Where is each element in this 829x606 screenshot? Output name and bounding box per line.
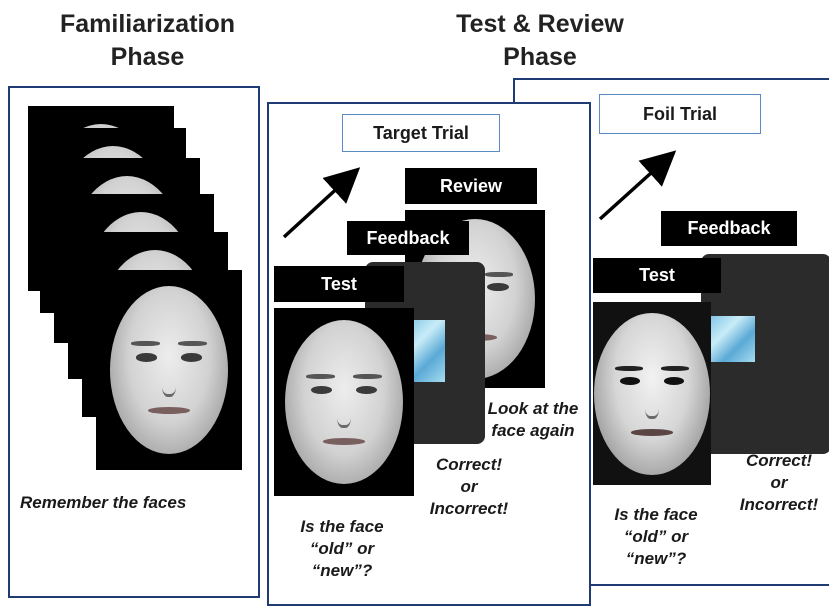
test-review-phase-heading: Test & Review Phase bbox=[430, 8, 650, 74]
target-question-text: Is the face “old” or “new”? bbox=[277, 516, 407, 582]
foil-question-line2: “old” or bbox=[623, 527, 689, 546]
target-progression-arrow bbox=[282, 167, 361, 239]
review-instruction-text: Look at the face again bbox=[481, 398, 585, 442]
target-question-line2: “old” or bbox=[309, 539, 375, 558]
familiarization-heading-line2: Phase bbox=[110, 43, 185, 71]
remember-faces-caption: Remember the faces bbox=[20, 493, 187, 512]
foil-feedback-label: Feedback bbox=[661, 211, 797, 246]
target-question-line3: “new”? bbox=[311, 561, 373, 580]
foil-feedback-line3: Incorrect! bbox=[739, 495, 819, 514]
familiarization-panel: Remember the faces bbox=[8, 86, 260, 598]
familiarization-phase-heading: Familiarization Phase bbox=[30, 8, 265, 74]
foil-trial-title: Foil Trial bbox=[599, 94, 761, 134]
target-feedback-line1: Correct! bbox=[435, 455, 503, 474]
familiarization-heading-line1: Familiarization bbox=[59, 10, 236, 38]
target-feedback-line2: or bbox=[460, 477, 478, 496]
foil-face-photo bbox=[593, 302, 711, 485]
foil-feedback-card bbox=[701, 254, 829, 454]
front-face-photo bbox=[96, 270, 242, 470]
target-feedback-text: Correct! or Incorrect! bbox=[419, 454, 519, 520]
foil-feedback-image bbox=[709, 316, 755, 362]
target-face-photo bbox=[274, 308, 414, 496]
test-review-heading-line2: Phase bbox=[503, 43, 577, 71]
target-feedback-label: Feedback bbox=[347, 221, 469, 255]
target-test-label: Test bbox=[274, 266, 404, 302]
target-feedback-line3: Incorrect! bbox=[429, 499, 509, 518]
target-trial-title: Target Trial bbox=[342, 114, 500, 152]
foil-progression-arrow bbox=[598, 150, 677, 221]
review-instruction-line1: Look at the bbox=[487, 399, 579, 418]
review-instruction-line2: face again bbox=[491, 421, 575, 440]
foil-question-line1: Is the face bbox=[614, 505, 698, 524]
foil-question-line3: “new”? bbox=[625, 549, 687, 568]
review-label: Review bbox=[405, 168, 537, 204]
test-review-heading-line1: Test & Review bbox=[456, 10, 624, 38]
foil-feedback-text: Correct! or Incorrect! bbox=[729, 450, 829, 516]
foil-question-text: Is the face “old” or “new”? bbox=[591, 504, 721, 570]
foil-test-label: Test bbox=[593, 258, 721, 293]
foil-feedback-line2: or bbox=[770, 473, 788, 492]
target-trial-panel: Target Trial Review Feedback Test Is the… bbox=[267, 102, 591, 606]
foil-feedback-line1: Correct! bbox=[745, 451, 813, 470]
target-question-line1: Is the face bbox=[300, 517, 384, 536]
